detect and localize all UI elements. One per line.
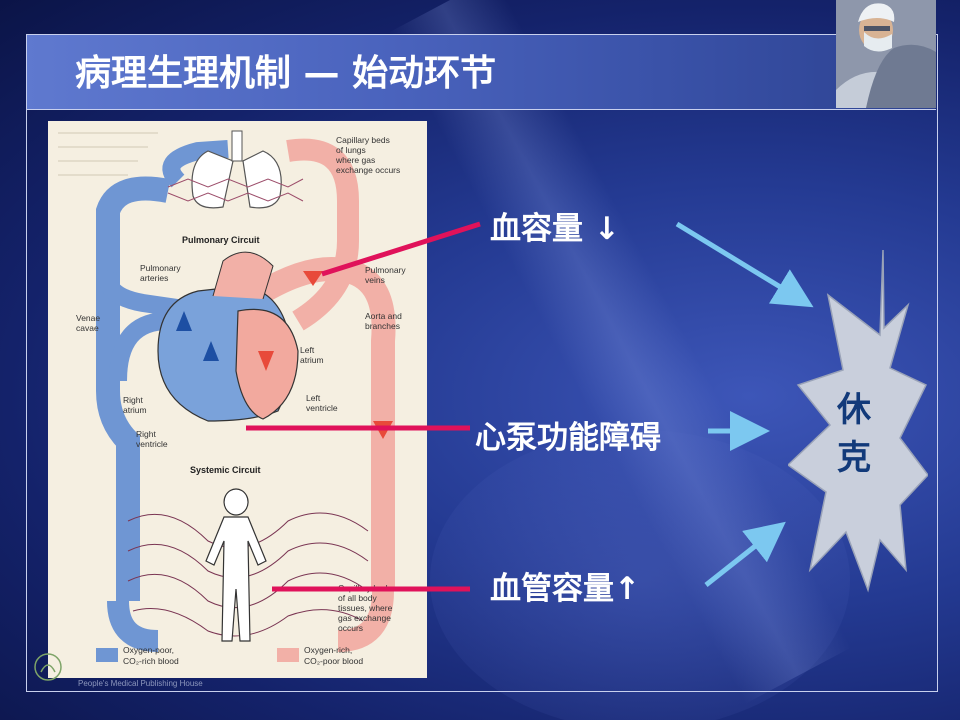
svg-text:Right: Right xyxy=(123,395,143,405)
svg-text:CO₂-rich blood: CO₂-rich blood xyxy=(123,656,179,666)
shock-burst xyxy=(788,250,928,593)
svg-text:Venae: Venae xyxy=(76,313,100,323)
svg-text:Capillary beds: Capillary beds xyxy=(338,583,392,593)
surgeon-photo xyxy=(836,0,936,108)
publisher-credit: People's Medical Publishing House xyxy=(78,679,203,688)
svg-text:Right: Right xyxy=(136,429,156,439)
legend-swatch-oxygen-poor xyxy=(96,648,118,662)
svg-text:Capillary beds: Capillary beds xyxy=(336,135,390,145)
svg-text:Left: Left xyxy=(306,393,321,403)
svg-text:tissues, where: tissues, where xyxy=(338,603,393,613)
cause-vascular-capacity: 血管容量↑ xyxy=(490,571,640,607)
svg-text:Systemic Circuit: Systemic Circuit xyxy=(190,465,261,475)
svg-text:Pulmonary Circuit: Pulmonary Circuit xyxy=(182,235,260,245)
publisher-logo-icon xyxy=(34,653,62,681)
shock-label-line1: 休 xyxy=(837,390,871,430)
svg-text:atrium: atrium xyxy=(300,355,324,365)
svg-text:occurs: occurs xyxy=(338,623,363,633)
svg-text:Pulmonary: Pulmonary xyxy=(140,263,181,273)
shock-label: 休 克 xyxy=(826,386,882,482)
svg-text:Left: Left xyxy=(300,345,315,355)
svg-text:veins: veins xyxy=(365,275,385,285)
svg-text:gas exchange: gas exchange xyxy=(338,613,391,623)
svg-text:Aorta and: Aorta and xyxy=(365,311,402,321)
svg-text:of all body: of all body xyxy=(338,593,377,603)
title-band xyxy=(27,35,935,109)
svg-text:Oxygen-poor,: Oxygen-poor, xyxy=(123,645,174,655)
svg-text:cavae: cavae xyxy=(76,323,99,333)
svg-text:ventricle: ventricle xyxy=(306,403,338,413)
svg-text:atrium: atrium xyxy=(123,405,147,415)
svg-text:Oxygen-rich,: Oxygen-rich, xyxy=(304,645,352,655)
title-divider xyxy=(26,109,936,110)
svg-text:branches: branches xyxy=(365,321,400,331)
slide-frame xyxy=(26,34,938,692)
cause-blood-volume: 血容量 ↓ xyxy=(490,211,620,247)
svg-text:Pulmonary: Pulmonary xyxy=(365,265,406,275)
svg-text:arteries: arteries xyxy=(140,273,168,283)
background-glow xyxy=(430,430,850,720)
svg-text:ventricle: ventricle xyxy=(136,439,168,449)
shock-label-line2: 克 xyxy=(837,438,871,478)
svg-text:exchange occurs: exchange occurs xyxy=(336,165,400,175)
circulation-diagram-svg: Capillary beds of lungs where gas exchan… xyxy=(48,121,427,678)
svg-text:CO₂-poor blood: CO₂-poor blood xyxy=(304,656,363,666)
svg-text:of lungs: of lungs xyxy=(336,145,366,155)
legend-swatch-oxygen-rich xyxy=(277,648,299,662)
cause-cardiac-dysfunction: 心泵功能障碍 xyxy=(475,420,661,456)
svg-text:where gas: where gas xyxy=(335,155,375,165)
slide-title: 病理生理机制 — 始动环节 xyxy=(75,53,497,94)
circulation-diagram: Capillary beds of lungs where gas exchan… xyxy=(48,121,427,678)
